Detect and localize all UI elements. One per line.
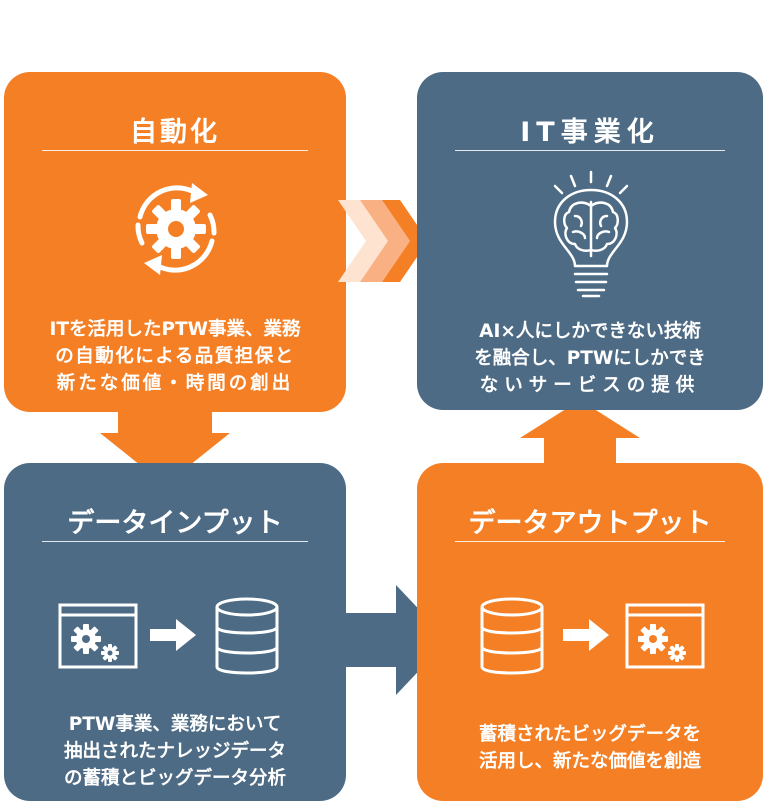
it-business-title: IT事業化 [520,117,660,148]
gear-window-icon [625,603,705,669]
automation-title: 自動化 [130,117,220,148]
gear-window-icon [58,603,138,669]
gear-refresh-icon [135,183,217,275]
it-business-description: AI×人にしかできない技術 を融合し、PTWにしかでき ないサービスの提供 [474,321,706,396]
right-arrow-icon [150,619,196,651]
down-arrow [100,405,230,485]
data-input-divider [42,541,308,542]
data-input-card: データインプット PTW事業、業務において 抽出さ [4,463,346,801]
data-output-description: 蓄積されたビッグデータを 活用し、新たな価値を創造 [478,724,701,772]
automation-divider [42,150,308,151]
data-input-description: PTW事業、業務において 抽出されたナレッジデータ の蓄積とビッグデータ分析 [63,714,286,789]
chevron-arrows-right [338,200,428,282]
database-icon [480,597,544,675]
automation-card: 自動化 ITを活用したPTW事業、業務 の自動化による品質担保と 新たな価値・時… [4,72,346,412]
up-arrow [520,400,640,475]
automation-description: ITを活用したPTW事業、業務 の自動化による品質担保と 新たな価値・時間の創出 [49,319,301,394]
it-business-divider [455,150,725,151]
it-business-card: IT事業化 AI×人にしかできない技術 を融合し、PTWにしかでき ないサービス… [417,72,763,410]
data-output-title: データアウトプット [468,508,712,539]
data-output-card: データアウトプット 蓄積されたビッグデータを 活用 [417,463,763,801]
database-icon [215,597,279,675]
data-output-divider [455,541,725,542]
brain-lightbulb-icon [553,170,629,298]
data-input-title: データインプット [67,508,283,539]
right-arrow-icon [563,619,609,651]
